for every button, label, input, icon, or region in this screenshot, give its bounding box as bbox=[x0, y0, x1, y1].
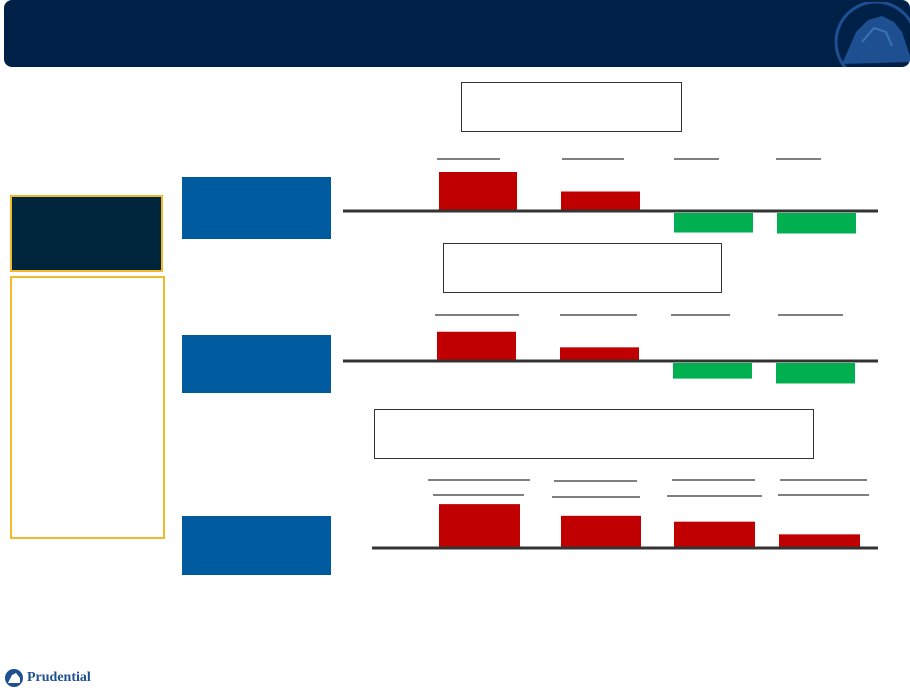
chart-3-bar-4 bbox=[779, 534, 860, 548]
header-banner bbox=[4, 0, 910, 67]
left-header-box bbox=[10, 195, 163, 272]
chart-2-bar-2 bbox=[560, 347, 639, 361]
chart-2-bar-3 bbox=[673, 363, 752, 379]
chart-3-bar-3 bbox=[674, 521, 755, 548]
caption-box-2 bbox=[443, 243, 722, 293]
brand-name: Prudential bbox=[27, 670, 91, 685]
rock-logo-icon bbox=[834, 2, 910, 67]
chart-3-bar-2 bbox=[561, 515, 641, 548]
chart-1-bar-1 bbox=[439, 172, 517, 211]
caption-box-1 bbox=[461, 82, 682, 132]
chart-3-bar-1 bbox=[439, 504, 520, 548]
chart-1-bar-4 bbox=[777, 213, 856, 234]
row-label-2 bbox=[182, 335, 331, 393]
prudential-rock-icon bbox=[5, 669, 23, 687]
caption-box-3 bbox=[374, 409, 814, 459]
left-text-panel bbox=[10, 276, 165, 539]
chart-1-bar-3 bbox=[674, 213, 753, 233]
row-label-1 bbox=[182, 177, 331, 239]
chart-1-bar-2 bbox=[561, 191, 640, 211]
prudential-logo: Prudential bbox=[4, 668, 91, 688]
chart-2-bar-1 bbox=[437, 331, 516, 361]
row-label-3 bbox=[182, 516, 331, 575]
chart-2-bar-4 bbox=[776, 363, 855, 384]
